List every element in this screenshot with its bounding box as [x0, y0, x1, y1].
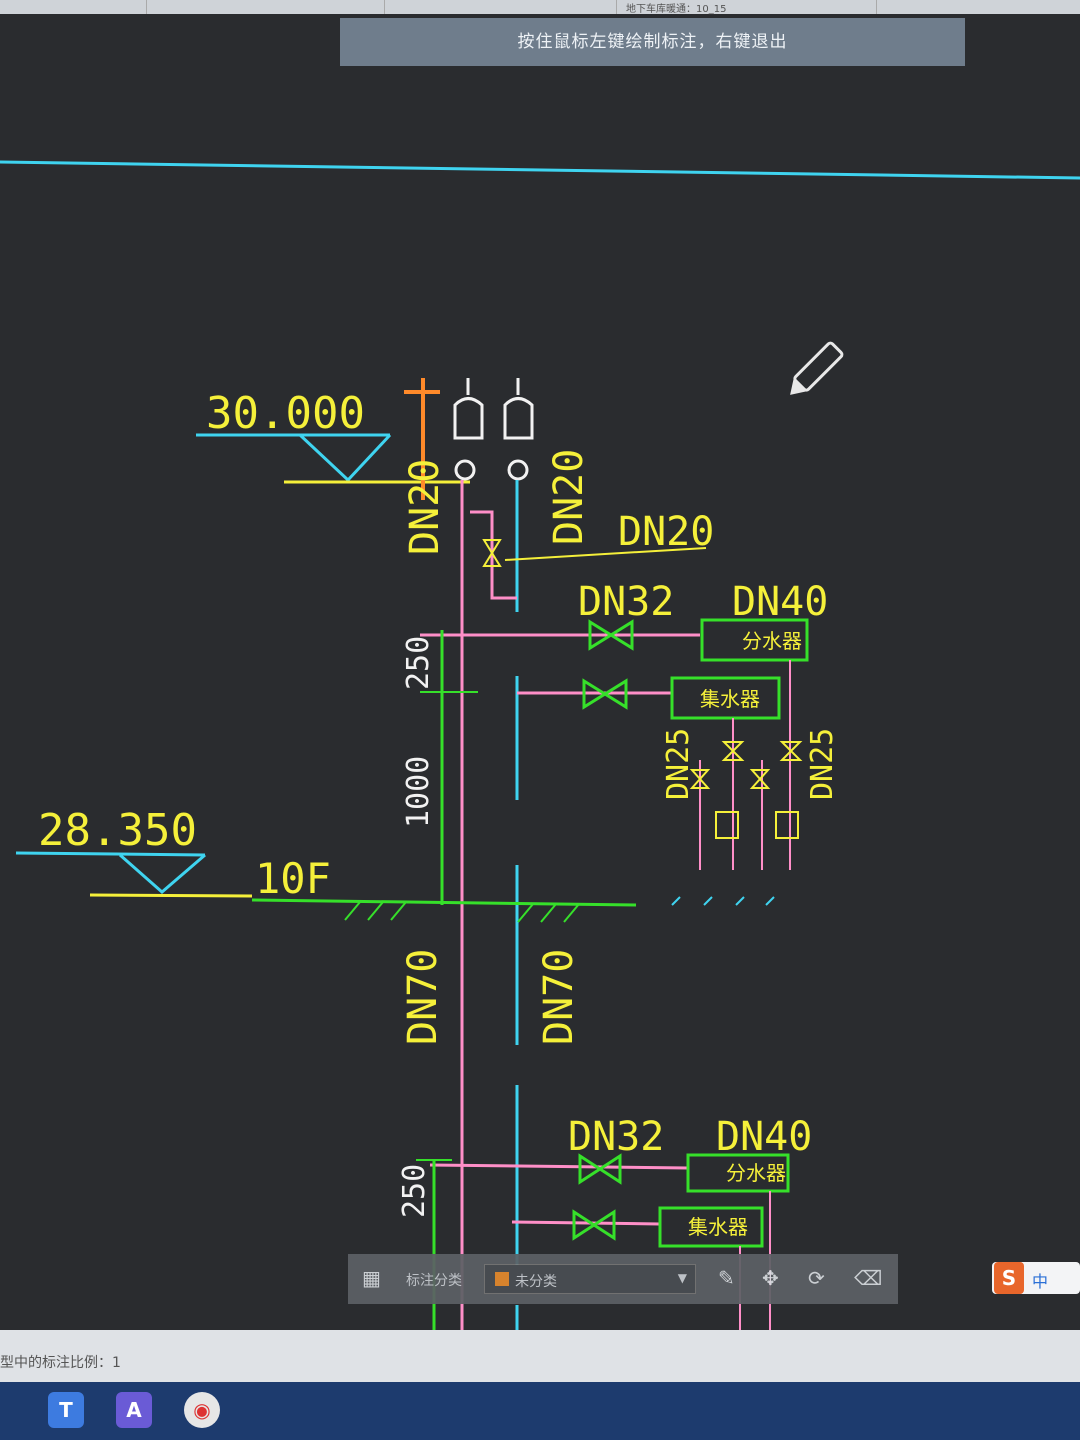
air-vent-icon	[453, 378, 534, 481]
elevation-28350: 28.350	[38, 805, 197, 856]
label-dn70-right: DN70	[536, 949, 582, 1045]
cad-canvas[interactable]: 30.000 DN20 DN20 DN20 DN32 DN40 分水器 集水器 …	[0, 0, 1080, 1330]
dim-250-a: 250	[401, 636, 436, 690]
app-a-icon[interactable]: A	[116, 1392, 152, 1428]
chrome-icon[interactable]: ◉	[184, 1392, 220, 1428]
move-icon[interactable]: ✥	[762, 1266, 779, 1290]
elevation-30000: 30.000	[206, 388, 365, 439]
status-bar: 型中的标注比例：1	[0, 1330, 1080, 1382]
tab-strip: 地下车库暖通：10_15	[0, 0, 1080, 15]
category-color-swatch	[495, 1272, 509, 1286]
annotation-toolbar: ▦ 标注分类 未分类 ▼ ✎ ✥ ⟳ ⌫	[348, 1254, 898, 1304]
category-label: 标注分类	[406, 1273, 462, 1289]
drawing-svg[interactable]: 30.000 DN20 DN20 DN20 DN32 DN40 分水器 集水器 …	[0, 0, 1080, 1330]
ime-lang: 中	[1032, 1272, 1049, 1291]
dim-1000: 1000	[401, 756, 436, 828]
label-dn20-left: DN20	[402, 459, 448, 555]
manifold-return-label-b: 集水器	[688, 1215, 748, 1239]
manifold-supply-label-a: 分水器	[742, 629, 802, 653]
dim-250-b: 250	[397, 1164, 432, 1218]
elev-line-mid	[15, 851, 206, 857]
valve-supply-a	[588, 619, 634, 651]
chevron-down-icon: ▼	[677, 1271, 687, 1285]
label-dn32-a: DN32	[578, 579, 674, 625]
elev-triangle-top	[298, 433, 392, 483]
category-value: 未分类	[515, 1274, 557, 1290]
small-valves-a	[689, 741, 803, 839]
tab-1[interactable]	[0, 0, 147, 14]
command-hint: 按住鼠标左键绘制标注，右键退出	[340, 18, 965, 66]
manifold-return-label-a: 集水器	[700, 687, 760, 711]
label-dn40-b: DN40	[716, 1114, 812, 1160]
taskbar: T A ◉	[0, 1382, 1080, 1440]
status-text: 型中的标注比例：1	[0, 1355, 121, 1371]
level-line-mid	[89, 893, 253, 898]
category-select[interactable]: 未分类 ▼	[484, 1264, 696, 1294]
manifold-supply-a	[700, 618, 809, 662]
rotate-icon[interactable]: ⟳	[808, 1266, 825, 1290]
outlet-stubs	[671, 896, 775, 906]
label-dn32-b: DN32	[568, 1114, 664, 1160]
valve-supply-b	[578, 1153, 622, 1185]
elev-triangle-mid	[119, 853, 206, 894]
label-dn25-right: DN25	[805, 728, 840, 800]
floor-hatch	[344, 901, 580, 923]
manifold-supply-b	[686, 1153, 790, 1193]
valve-return-a	[582, 678, 628, 710]
ime-logo-icon: S	[994, 1262, 1024, 1294]
label-dn20-mid: DN20	[546, 449, 592, 545]
floor-line	[251, 898, 637, 907]
ime-indicator[interactable]: S 中	[992, 1262, 1080, 1294]
delete-icon[interactable]: ⌫	[854, 1266, 883, 1290]
leader-dn20	[504, 547, 707, 561]
label-dn25-left: DN25	[661, 728, 696, 800]
valve-return-b	[572, 1209, 616, 1241]
label-dn20-right: DN20	[618, 509, 714, 555]
tab-2[interactable]	[148, 0, 385, 14]
floor-label: 10F	[255, 854, 331, 903]
grid-icon[interactable]: ▦	[362, 1266, 381, 1290]
label-dn70-left: DN70	[400, 949, 446, 1045]
bypass-pipe	[470, 510, 517, 600]
return-branch-b	[511, 1220, 661, 1226]
tab-4[interactable]: 地下车库暖通：10_15	[620, 0, 877, 15]
edit-icon[interactable]: ✎	[718, 1266, 735, 1290]
manifold-return-a	[670, 676, 781, 720]
bypass-valve	[482, 539, 502, 567]
app-t-icon[interactable]: T	[48, 1392, 84, 1428]
manifold-return-b	[658, 1206, 764, 1248]
supply-branch-b	[429, 1163, 689, 1170]
label-dn40-a: DN40	[732, 579, 828, 625]
frame-line	[0, 160, 1080, 180]
tab-3[interactable]	[390, 0, 617, 14]
manifold-supply-label-b: 分水器	[726, 1161, 786, 1185]
pencil-icon[interactable]	[784, 341, 844, 401]
